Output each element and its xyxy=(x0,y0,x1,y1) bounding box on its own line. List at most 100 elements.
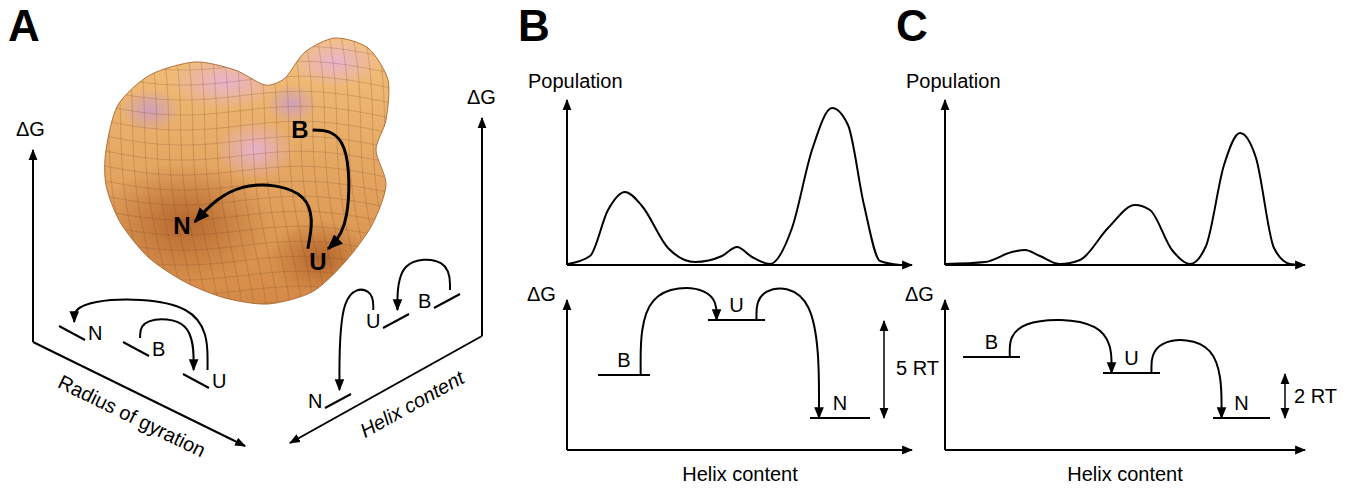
mesh-line xyxy=(184,28,219,308)
axis xyxy=(566,300,568,450)
panel-letter: B xyxy=(518,2,550,50)
axis xyxy=(32,150,34,342)
axis xyxy=(945,449,1305,451)
axis xyxy=(567,449,912,451)
panel-letter: C xyxy=(896,2,928,50)
transition-arrow xyxy=(339,290,373,390)
projected-state: N xyxy=(306,390,352,412)
level-bar xyxy=(122,340,150,358)
population-curve xyxy=(568,108,900,265)
level-line xyxy=(183,374,209,388)
state-label: U xyxy=(366,310,380,332)
axis xyxy=(566,100,568,265)
state-label: N xyxy=(88,322,102,344)
state-label: N xyxy=(1234,392,1248,414)
mesh-line xyxy=(160,28,195,308)
transition-arrow xyxy=(641,288,717,375)
energy-gap: 2 RT xyxy=(1294,385,1337,407)
mesh-line xyxy=(96,29,392,43)
transition-arrow xyxy=(74,300,207,370)
mesh-line xyxy=(96,59,392,73)
level-bar xyxy=(182,372,210,390)
transition-arrow xyxy=(195,185,312,249)
mesh-line xyxy=(96,269,392,283)
axis xyxy=(567,264,912,266)
state-label: N xyxy=(173,213,190,239)
mesh-line xyxy=(304,28,339,308)
mesh-line xyxy=(96,254,392,268)
transition-arrow xyxy=(140,319,193,370)
mesh-line xyxy=(96,134,392,148)
energy-level: U xyxy=(708,294,765,321)
state-label: U xyxy=(212,370,226,392)
mesh-line xyxy=(148,28,183,308)
energy-gap-arrow xyxy=(1284,374,1286,418)
shading-spot xyxy=(100,162,270,282)
axis-title: ΔG xyxy=(905,283,934,305)
mesh-line xyxy=(268,28,303,308)
shading-spot xyxy=(170,54,280,110)
axis-title: Population xyxy=(906,70,1001,92)
energy-level: N xyxy=(1213,392,1270,419)
level-bar xyxy=(58,324,86,342)
level-bar xyxy=(324,392,352,410)
axis-title: Helix content xyxy=(682,463,798,485)
transition-arrow xyxy=(1010,320,1112,373)
axis-title: ΔG xyxy=(527,283,556,305)
state-label: B xyxy=(617,349,630,371)
mesh-line xyxy=(208,28,243,308)
mesh-line xyxy=(292,28,327,308)
level-line xyxy=(434,294,460,308)
projected-state: N xyxy=(58,322,104,344)
state-label: U xyxy=(729,294,743,316)
state-label: N xyxy=(833,392,847,414)
axis xyxy=(481,118,483,336)
projected-state: U xyxy=(182,370,228,392)
energy-level: N xyxy=(810,392,870,419)
surface-mesh xyxy=(76,28,423,313)
mesh-line xyxy=(196,28,231,308)
axis xyxy=(944,100,946,265)
axis-title: ΔG xyxy=(16,118,45,140)
mesh-line xyxy=(96,104,392,118)
state-label: U xyxy=(1124,347,1138,369)
level-bar xyxy=(382,312,410,330)
mesh-line xyxy=(172,28,207,308)
mesh-line xyxy=(220,28,255,308)
mesh-line xyxy=(88,28,123,308)
axis xyxy=(945,264,1305,266)
energy-level: B xyxy=(598,349,650,376)
level-line xyxy=(59,326,85,340)
axis xyxy=(944,300,946,450)
mesh-line xyxy=(96,44,392,58)
surface-outline xyxy=(105,38,389,304)
projected-state: B xyxy=(416,290,461,312)
level-line xyxy=(383,314,409,328)
level-bar xyxy=(433,292,461,310)
mesh-line xyxy=(136,28,171,308)
surface-state: B xyxy=(287,117,312,143)
mesh-line xyxy=(256,28,291,308)
mesh-line xyxy=(96,119,392,133)
mesh-line xyxy=(280,28,315,308)
mesh-line xyxy=(376,28,411,308)
energy-gap-arrow xyxy=(883,321,885,418)
mesh-line xyxy=(124,28,159,308)
state-label: B xyxy=(291,117,308,143)
state-label: B xyxy=(985,331,998,353)
state-label: U xyxy=(309,249,326,275)
axis-title: Population xyxy=(528,70,623,92)
level-line xyxy=(325,394,351,408)
state-label: B xyxy=(152,338,165,360)
energy-gap: 5 RT xyxy=(896,357,939,379)
energy-level: B xyxy=(963,331,1020,358)
level-line xyxy=(123,342,149,356)
state-label: N xyxy=(308,390,322,412)
population-curve xyxy=(946,133,1300,265)
mesh-line xyxy=(244,28,279,308)
mesh-line xyxy=(76,28,111,308)
mesh-line xyxy=(232,28,267,308)
transition-arrow xyxy=(313,130,349,249)
